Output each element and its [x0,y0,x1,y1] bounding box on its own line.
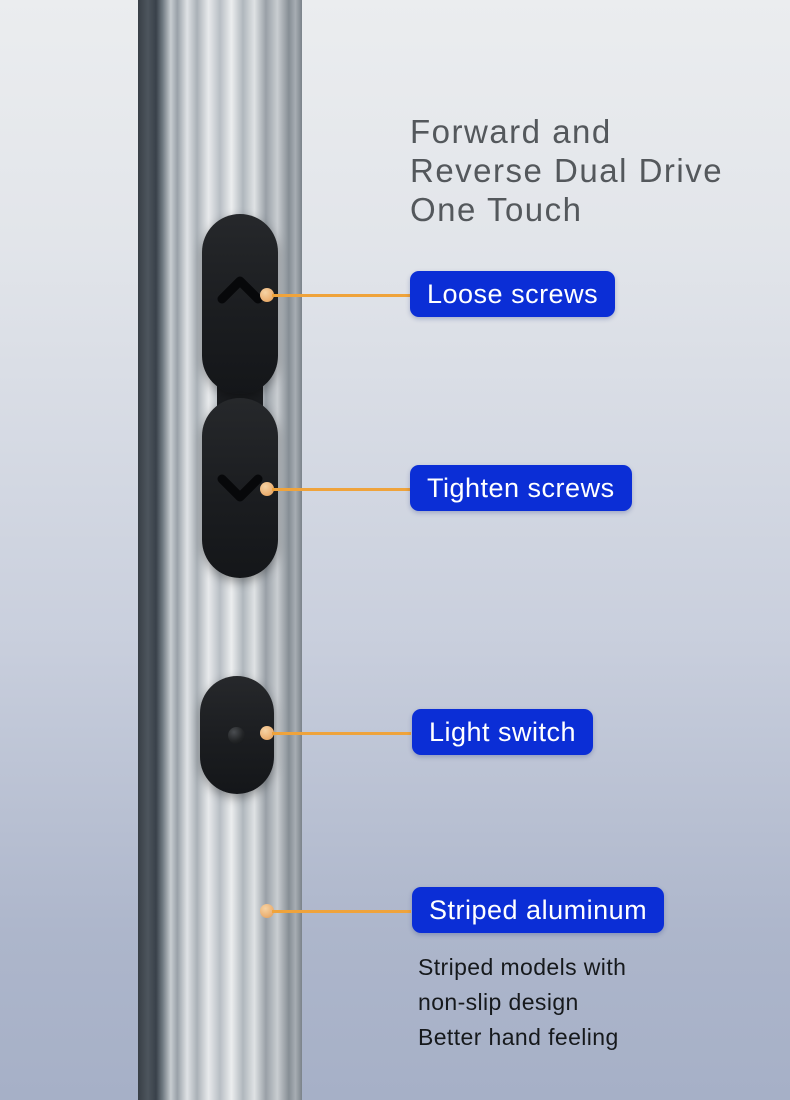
callout-dot-striped-aluminum [260,904,274,918]
callout-dot-light-switch [260,726,274,740]
callout-line-striped-aluminum [272,910,411,913]
description-line-2: non-slip design [418,989,579,1015]
callout-line-tighten-screws [272,488,411,491]
callout-label-loose-screws: Loose screws [410,271,616,317]
callout-line-light-switch [272,732,411,735]
description-text: Striped models with non-slip design Bett… [418,950,626,1055]
callout-label-striped-aluminum: Striped aluminum [412,887,665,933]
callout-label-tighten-screws: Tighten screws [410,465,632,511]
callout-line-loose-screws [272,294,411,297]
title-line-2: Reverse Dual Drive [410,152,724,189]
chevron-down-icon [217,474,263,502]
title-line-1: Forward and [410,113,612,150]
title-line-3: One Touch [410,191,583,228]
light-switch-dot [228,727,245,744]
page-title: Forward and Reverse Dual Drive One Touch [410,112,723,229]
chevron-up-icon [217,276,263,304]
description-line-1: Striped models with [418,954,627,980]
callout-dot-tighten-screws [260,482,274,496]
callout-dot-loose-screws [260,288,274,302]
loose-screw-button [202,214,278,394]
callout-label-light-switch: Light switch [412,709,594,755]
description-line-3: Better hand feeling [418,1024,619,1050]
